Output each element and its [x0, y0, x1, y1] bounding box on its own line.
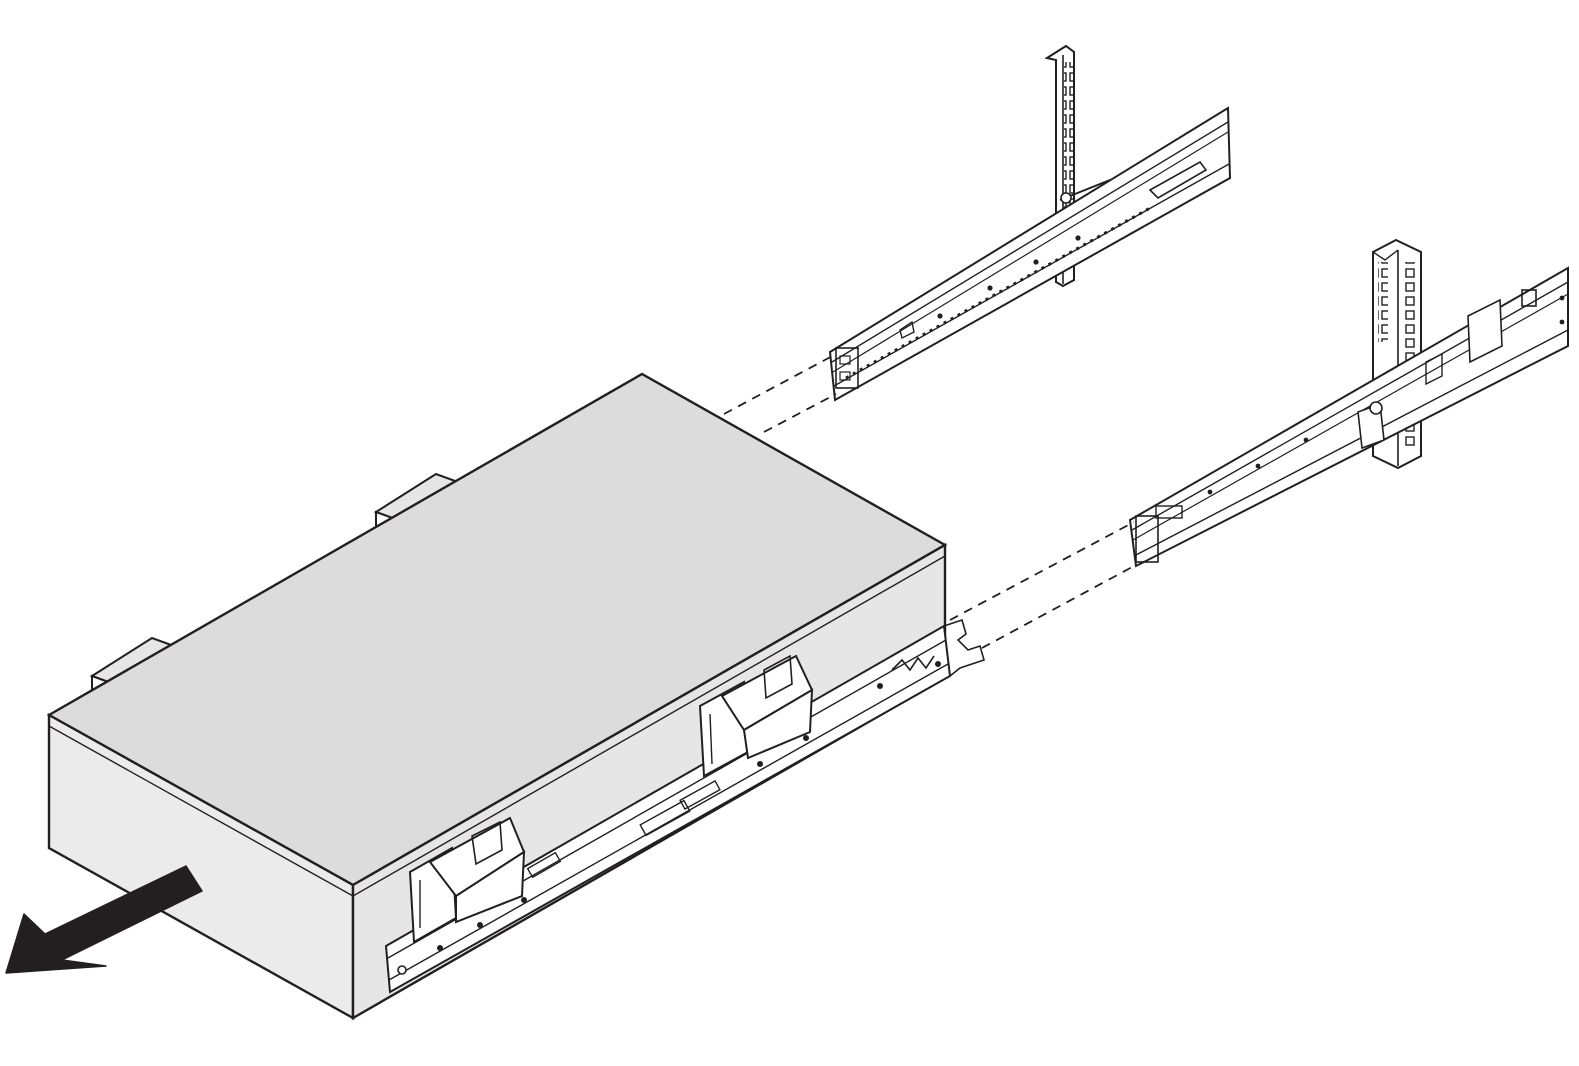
rack-rail-lower: [1128, 266, 1569, 568]
chassis-handle-rear: [698, 654, 814, 778]
chassis-handle-front: [408, 816, 562, 944]
rack-rail-upper: [828, 106, 1232, 402]
arrow-down-left-icon: [5, 865, 203, 974]
alignment-guides: [723, 353, 1135, 649]
